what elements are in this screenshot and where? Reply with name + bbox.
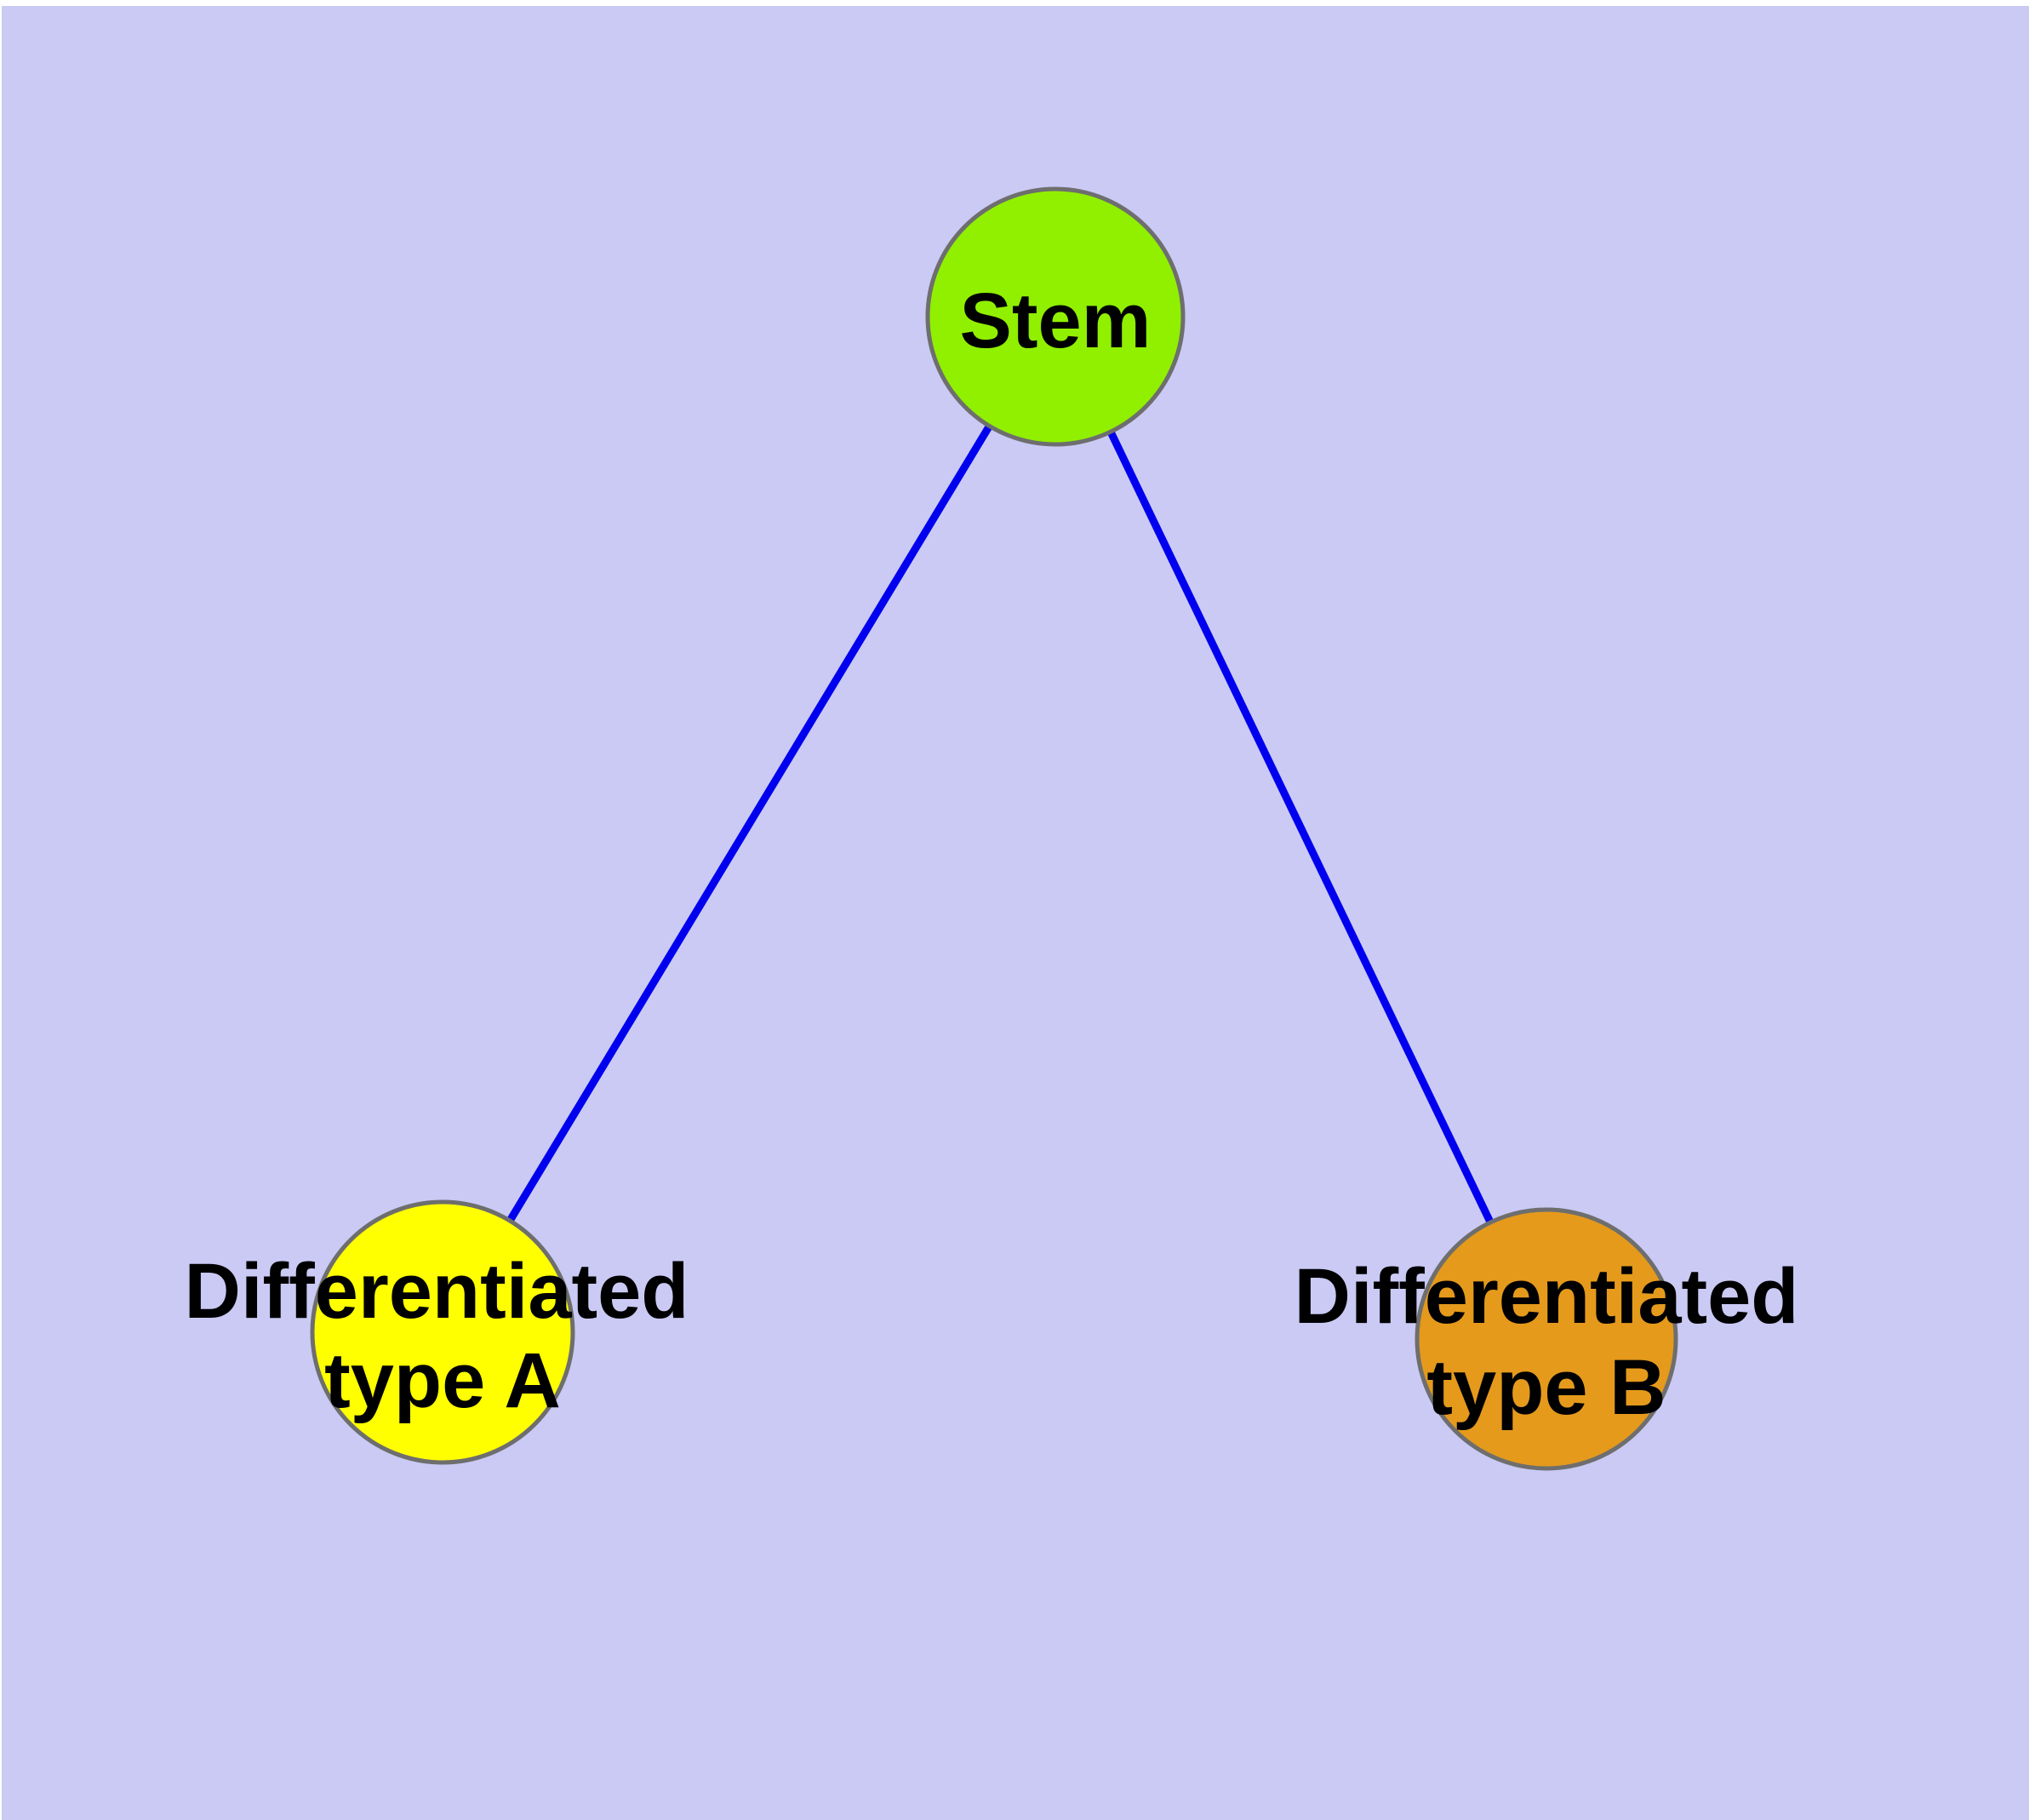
edge-stem-to-type-a	[439, 314, 1059, 1335]
node-stem-label: Stem	[960, 278, 1152, 364]
node-type-a-label-line2: type A	[324, 1337, 561, 1424]
node-type-b-label-line1: Differentiated	[1295, 1253, 1799, 1340]
node-type-a-label-line1: Differentiated	[185, 1248, 689, 1335]
edge-stem-to-type-b	[1051, 315, 1551, 1341]
node-stem	[925, 186, 1186, 447]
node-type-b	[1415, 1207, 1678, 1471]
node-type-a	[310, 1199, 575, 1465]
node-type-b-label-line2: type B	[1426, 1344, 1666, 1431]
